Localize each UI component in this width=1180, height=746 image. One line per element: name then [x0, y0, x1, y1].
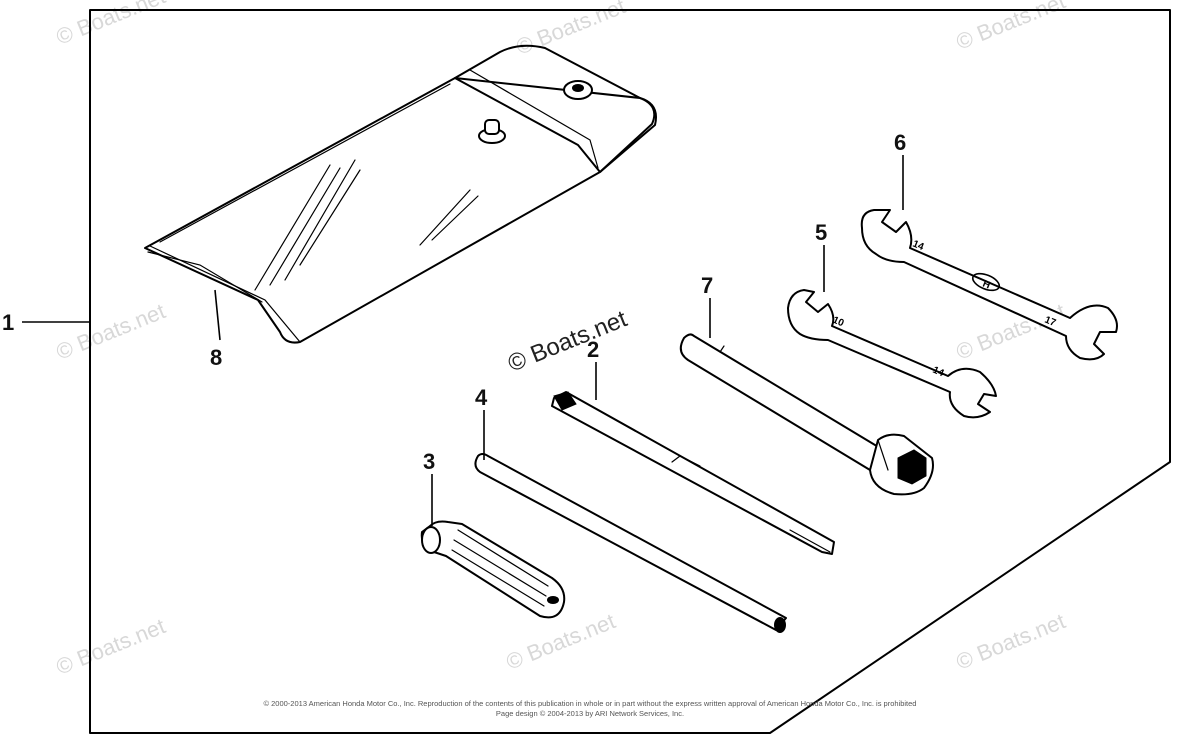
callout-8: 8 — [210, 345, 222, 370]
wrench-14x17-logo: H — [981, 279, 992, 292]
callout-1: 1 — [2, 310, 14, 335]
callout-2: 2 — [587, 337, 599, 362]
handle-bar — [474, 453, 787, 633]
wrench-10x14: 10 14 — [787, 289, 997, 419]
watermark-bottom-right: © Boats.net — [953, 608, 1069, 674]
callout-6: 6 — [894, 130, 906, 155]
screwdriver-grip — [420, 520, 566, 619]
wrench-14x17-stamp-17: 17 — [1043, 315, 1058, 330]
spark-plug-wrench — [679, 333, 934, 496]
callout-4: 4 — [475, 385, 488, 410]
bag-snap-socket — [563, 80, 593, 100]
watermark-bottom-left: © Boats.net — [53, 613, 169, 679]
callout-5: 5 — [815, 220, 827, 245]
tool-bag-body — [144, 77, 657, 344]
tool-bag-flap — [454, 44, 656, 173]
wrench-10x14-stamp-10: 10 — [831, 315, 846, 330]
wrench-14x17-stamp-14: 14 — [911, 239, 926, 254]
watermark-bottom-center: © Boats.net — [503, 608, 619, 674]
screwdriver-shaft — [551, 391, 835, 555]
kit-boundary-frame — [89, 9, 1171, 734]
callout-8-leader — [214, 289, 221, 341]
wrench-14x17: 14 H 17 — [860, 209, 1118, 361]
watermark-top-right: © Boats.net — [953, 0, 1069, 55]
wrench-10x14-stamp-14: 14 — [931, 365, 946, 380]
bag-snap-stud — [478, 119, 506, 144]
callout-3: 3 — [423, 449, 435, 474]
watermark-top-center: © Boats.net — [513, 0, 629, 60]
watermark-top-left: © Boats.net — [53, 0, 169, 50]
watermark-mid-left: © Boats.net — [53, 298, 169, 364]
copyright-line-1: © 2000-2013 American Honda Motor Co., In… — [264, 699, 917, 708]
callout-7: 7 — [701, 273, 713, 298]
copyright-line-2: Page design © 2004-2013 by ARI Network S… — [496, 709, 684, 718]
tool-bag — [144, 44, 657, 344]
watermark-center: © Boats.net — [504, 305, 631, 377]
